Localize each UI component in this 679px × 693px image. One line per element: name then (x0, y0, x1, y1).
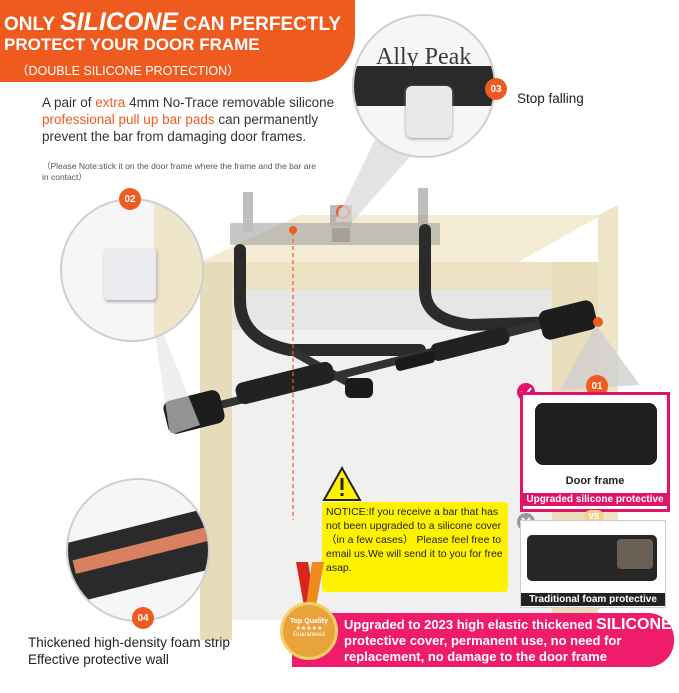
badge-04: 04 (132, 607, 154, 629)
desc-part-3: 4mm No-Trace removable silicone (125, 95, 335, 110)
header-line-1c: CAN PERFECTLY (178, 14, 341, 35)
header-line-1a: ONLY (4, 14, 60, 35)
desc-extra: extra (95, 95, 126, 110)
badge-03: 03 (485, 78, 507, 100)
detail-circle-02 (60, 198, 204, 342)
foam-product-box: Traditional foam protective (520, 520, 666, 608)
brand-text: Ally Peak (376, 44, 472, 70)
desc-part-1: A pair of (42, 95, 96, 110)
silicone-pad-02 (104, 248, 156, 300)
quality-seal: Top Quality ★★★★★ Guaranteed (278, 562, 342, 662)
header-line-3: （DOUBLE SILICONE PROTECTION） (16, 64, 240, 78)
ribbon-line-2: protective cover, permanent use, no need… (344, 633, 622, 648)
warning-icon (322, 466, 362, 501)
badge-01: 01 (586, 375, 608, 397)
door-frame-left (200, 262, 232, 640)
ribbon-line-1a: Upgraded to 2023 high elastic thickened (344, 617, 597, 632)
ribbon-silicone-word: SILICONE (596, 616, 672, 633)
seal-line-2: Guaranteed (293, 632, 325, 638)
silicone-product-box: Door frame Upgraded silicone protective (520, 392, 670, 512)
header-silicone-word: SILICONE (59, 8, 179, 36)
foam-caption: Thickened high-density foam strip Effect… (28, 635, 230, 667)
foam-tear (617, 539, 653, 569)
ribbon-text: Upgraded to 2023 high elastic thickened … (344, 617, 672, 665)
notice-box: NOTICE:If you receive a bar that has not… (322, 502, 508, 592)
seal-medal: Top Quality ★★★★★ Guaranteed (280, 602, 338, 660)
seal-ribbon-icon (296, 562, 324, 606)
stop-falling-label: Stop falling (517, 91, 584, 106)
ribbon-line-3: replacement, no damage to the door frame (344, 649, 607, 664)
frame-edge-02 (154, 200, 202, 340)
seal-line-1: Top Quality (290, 618, 328, 625)
header-line-2: PROTECT YOUR DOOR FRAME (4, 35, 260, 54)
detail-circle-04 (66, 478, 210, 622)
description-text: A pair of extra 4mm No-Trace removable s… (42, 94, 342, 145)
detail-circle-03: Ally Peak (352, 14, 496, 158)
desc-highlight: professional pull up bar pads (42, 112, 215, 127)
silicone-label: Upgraded silicone protective (520, 493, 670, 506)
silicone-grip (535, 403, 657, 465)
badge-02: 02 (119, 188, 141, 210)
header-line-1: ONLY SILICONE CAN PERFECTLY (4, 8, 341, 37)
seal-stars: ★★★★★ (295, 626, 323, 632)
foam-label: Traditional foam protective (521, 593, 665, 606)
desc-part-5: can permanently prevent the bar from dam… (42, 112, 319, 144)
header-banner: ONLY SILICONE CAN PERFECTLY PROTECT YOUR… (0, 0, 355, 82)
description-note: （Please Note:stick it on the door frame … (42, 161, 317, 182)
door-frame-inner-label: Door frame (565, 475, 625, 487)
ribbon-line-1: Upgraded to 2023 high elastic thickened … (344, 617, 672, 633)
door-frame-header (232, 262, 598, 290)
silicone-pad-03 (406, 86, 452, 138)
upgrade-ribbon: Upgraded to 2023 high elastic thickened … (292, 613, 674, 667)
